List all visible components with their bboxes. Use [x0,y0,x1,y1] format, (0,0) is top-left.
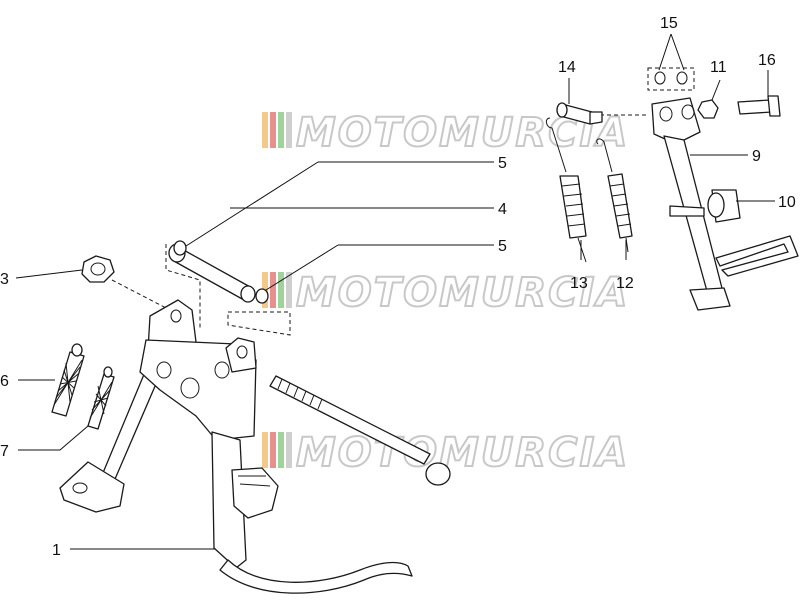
callout-15: 15 [660,15,678,32]
callout-10: 10 [778,194,796,211]
exploded-frame-top [647,67,695,91]
watermark-stripe [262,432,268,468]
watermark-bottom: MOTOMURCIA [262,429,629,477]
watermark-stripe [270,112,276,148]
center-stand-assembly [51,240,451,594]
side-stand-leg [651,97,799,311]
watermark-stripe [270,272,276,308]
pivot-bolt [556,102,603,125]
callout-14: 14 [558,59,576,76]
callout-4: 4 [498,201,507,218]
callout-leaders [15,33,775,550]
side-bolt [737,95,781,117]
spring-side-small [596,138,633,253]
exploded-frame-upper [165,244,201,330]
callout-3: 3 [0,271,9,288]
washer-upper [654,71,666,85]
watermark-stripe [262,112,268,148]
callout-13: 13 [570,275,588,292]
watermark-stripe [286,112,292,148]
callout-labels: 1 3 4 5 5 6 7 9 10 11 12 13 14 15 16 [0,15,796,559]
watermark-text: MOTOMURCIA [296,430,629,476]
callout-6: 6 [0,373,9,390]
bushing-lower [255,288,269,304]
watermark-stripes [262,432,292,468]
exploded-frame-lower [227,311,291,336]
callout-9: 9 [752,148,761,165]
washer-lower [676,71,688,85]
exploded-line-nut [111,279,171,311]
watermark-stripes [262,112,292,148]
nut [81,255,115,283]
watermark-stripe [286,272,292,308]
spring-small [87,366,115,430]
side-bushing [707,189,741,223]
callout-12: 12 [616,275,634,292]
side-nut [697,99,719,119]
callout-16: 16 [758,52,776,69]
bushing-upper [173,240,187,256]
stand-body [59,299,413,594]
side-stand-assembly [545,67,799,311]
watermark-stripe [278,432,284,468]
callout-11: 11 [710,59,727,76]
callout-7: 7 [0,443,9,460]
callout-5-lower: 5 [498,238,507,255]
watermark-middle: MOTOMURCIA [262,269,629,317]
watermark-stripe [270,432,276,468]
callout-5-upper: 5 [498,155,507,172]
watermark-stripe [278,112,284,148]
callout-1: 1 [52,542,61,559]
bolt-long [269,375,451,486]
watermark-text: MOTOMURCIA [296,270,629,316]
spring-side-large [545,117,587,263]
side-pin [669,205,705,217]
watermark-stripe [278,272,284,308]
watermark-stripe [286,432,292,468]
spring-large [51,343,85,417]
